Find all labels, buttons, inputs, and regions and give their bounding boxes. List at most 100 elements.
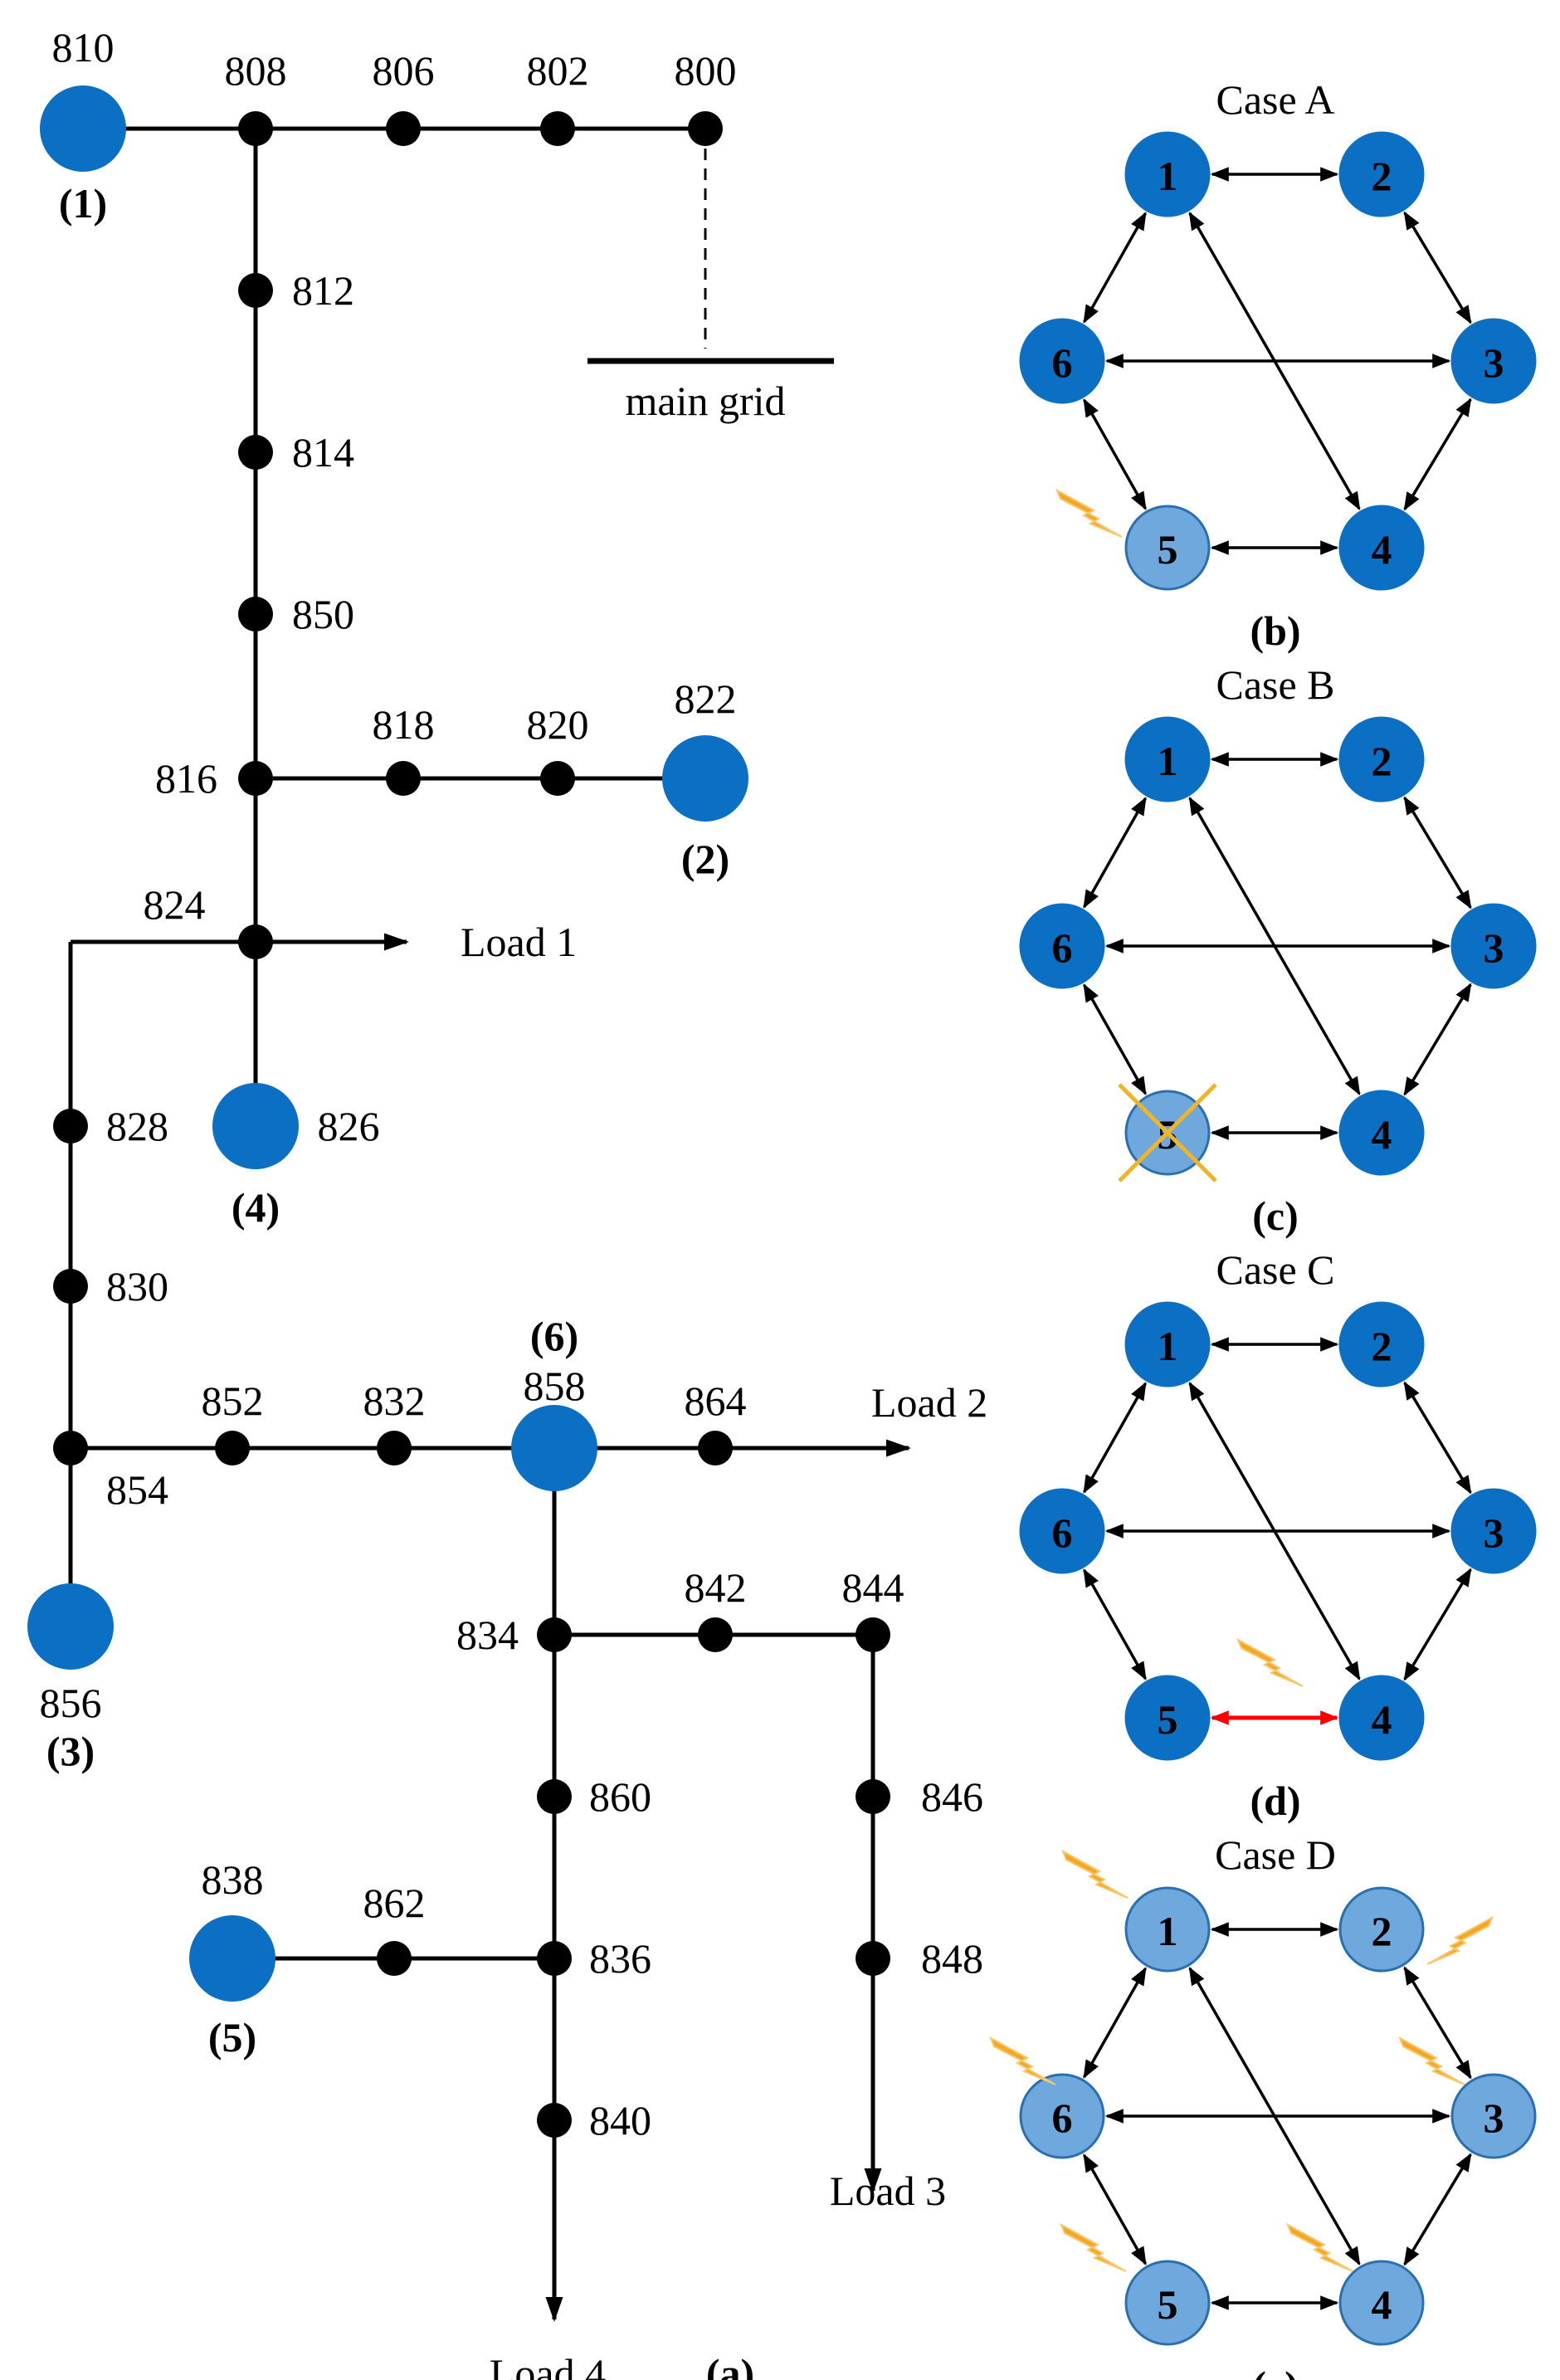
agent-node: [1019, 903, 1105, 989]
comm-link: [1083, 983, 1147, 1095]
bus-label: 802: [527, 47, 589, 94]
attack-bolt-icon: [1286, 2222, 1353, 2272]
bus-label: 806: [373, 47, 435, 94]
bus-label: 844: [842, 1564, 904, 1611]
comm-link: [1083, 1382, 1147, 1494]
der-index-label: (4): [232, 1184, 280, 1231]
der-bus-node: [40, 85, 126, 172]
case-title: Case D: [1215, 1831, 1336, 1878]
attack-bolt-icon: [1236, 1637, 1304, 1687]
comm-link: [1403, 1966, 1472, 2080]
der-index-label: (5): [208, 2014, 256, 2061]
comm-link: [1083, 1967, 1147, 2079]
bus-node: [238, 435, 273, 470]
agent-node: [1338, 1886, 1425, 1973]
bus-label: 862: [363, 1880, 426, 1926]
bus-node: [377, 1431, 412, 1466]
panel-caption: (b): [1250, 607, 1300, 654]
bus-label: 832: [363, 1378, 426, 1424]
comm-link: [1403, 983, 1472, 1096]
bus-label: 856: [40, 1680, 102, 1726]
bolt-shape: [989, 2036, 1056, 2085]
comm-link: [1188, 211, 1361, 511]
comm-link: [1188, 1966, 1361, 2266]
bus-node: [53, 1269, 88, 1304]
bolt-shape: [1286, 2222, 1353, 2272]
bolt-shape: [1055, 488, 1123, 538]
bus-label: 814: [292, 429, 354, 476]
bus-label: 826: [318, 1103, 380, 1149]
panel-caption: (c): [1252, 1192, 1299, 1239]
der-bus-node: [511, 1405, 597, 1491]
bus-node: [698, 1431, 733, 1466]
bus-label: 842: [685, 1564, 747, 1611]
panel-caption: (d): [1250, 1778, 1300, 1824]
bus-label: 824: [144, 881, 206, 928]
agent-number: 3: [1484, 924, 1504, 971]
agent-node: [1124, 505, 1211, 591]
load-label: Load 4: [490, 2350, 606, 2380]
bus-label: 822: [675, 675, 737, 722]
agent-node: [1338, 505, 1425, 591]
bus-label: 864: [685, 1378, 747, 1424]
agent-node: [1124, 131, 1211, 217]
case-title: Case C: [1216, 1246, 1334, 1293]
agent-node: [1124, 716, 1211, 802]
agent-node: [1450, 318, 1537, 404]
agent-node: [1338, 1675, 1425, 1761]
bus-label: 828: [106, 1103, 168, 1149]
comm-link: [1403, 796, 1472, 910]
agent-node: [1450, 903, 1537, 989]
attack-bolt-icon: [1055, 488, 1123, 538]
bus-node: [540, 111, 575, 146]
bus-node: [386, 761, 421, 796]
bus-node: [238, 761, 273, 796]
load-label: Load 1: [461, 919, 577, 965]
agent-number: 6: [1052, 2095, 1073, 2141]
agent-number: 2: [1372, 153, 1392, 199]
comm-link: [1083, 1568, 1147, 1680]
der-bus-node: [662, 735, 748, 822]
bus-label: 854: [106, 1466, 168, 1513]
bus-node: [377, 1941, 412, 1976]
agent-number: 4: [1372, 526, 1392, 573]
bus-node: [238, 924, 273, 959]
agent-number: 3: [1484, 1509, 1504, 1556]
bus-label: 846: [921, 1773, 983, 1820]
comm-link: [1083, 398, 1147, 510]
agent-number: 1: [1158, 153, 1178, 199]
bus-label: 834: [456, 1612, 519, 1658]
attack-bolt-icon: [989, 2036, 1056, 2085]
der-index-label: (1): [59, 180, 107, 227]
bus-label: 858: [524, 1363, 586, 1409]
bus-node: [537, 1941, 572, 1976]
agent-node: [1338, 131, 1425, 217]
der-bus-node: [27, 1583, 114, 1670]
bus-node: [856, 1779, 890, 1814]
agent-number: 1: [1158, 738, 1178, 784]
comm-link: [1188, 796, 1361, 1096]
bus-label: 820: [527, 701, 589, 748]
panel-caption: (e): [1252, 2363, 1299, 2380]
agent-number: 5: [1158, 1696, 1178, 1743]
bolt-shape: [1398, 2036, 1465, 2085]
der-index-label: (2): [681, 836, 729, 882]
case-title: Case B: [1216, 661, 1334, 708]
load-label: Load 2: [871, 1379, 987, 1426]
bus-label: 812: [292, 267, 354, 314]
bus-label: 860: [589, 1773, 651, 1820]
bus-label: 816: [155, 755, 217, 802]
bus-node: [537, 2103, 572, 2138]
agent-node: [1338, 2260, 1425, 2346]
comm-link: [1403, 1381, 1472, 1495]
comm-link: [1403, 397, 1472, 511]
comm-link: [1083, 212, 1147, 324]
agent-node: [1450, 2073, 1537, 2159]
der-bus-node: [189, 1915, 275, 2002]
